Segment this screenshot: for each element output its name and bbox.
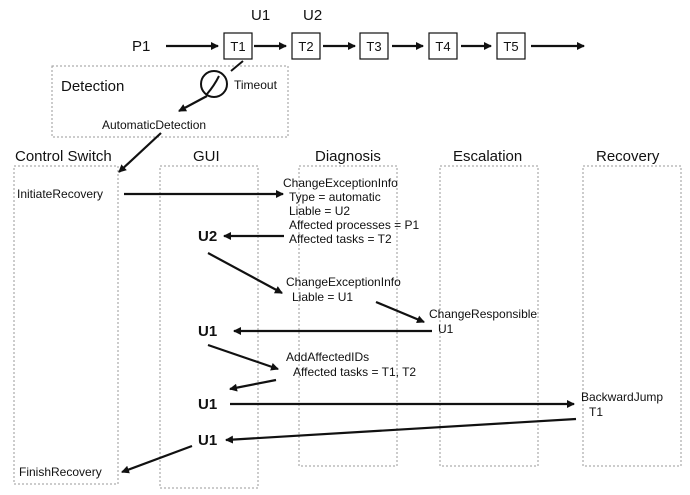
gui-u1-label-c: U1 bbox=[198, 432, 217, 449]
gui-u1-label-b: U1 bbox=[198, 396, 217, 413]
lane-title-escalation: Escalation bbox=[453, 148, 522, 165]
gui-u1-label-a: U1 bbox=[198, 323, 217, 340]
task-box-t3 bbox=[359, 32, 389, 60]
lane-box-gui bbox=[159, 165, 259, 489]
arrow-automatic-to-control bbox=[118, 132, 162, 173]
clock-icon bbox=[200, 70, 228, 98]
change-responsible-title: ChangeResponsible bbox=[429, 307, 537, 321]
lane-box-diagnosis bbox=[298, 165, 398, 467]
user-above-t1: U1 bbox=[251, 7, 270, 24]
lane-box-control-switch bbox=[13, 165, 119, 485]
arrow-recovery-to-gui-u1 bbox=[225, 417, 577, 444]
task-box-t1 bbox=[223, 32, 253, 60]
user-above-t2: U2 bbox=[303, 7, 322, 24]
task-box-t4 bbox=[428, 32, 458, 60]
lane-title-diagnosis: Diagnosis bbox=[315, 148, 381, 165]
arrow-timeout-to-automatic bbox=[178, 95, 208, 112]
task-label-t5: T5 bbox=[503, 39, 518, 54]
task-label-t4: T4 bbox=[435, 39, 450, 54]
change-responsible-line-1: U1 bbox=[438, 322, 454, 336]
task-box-t5 bbox=[496, 32, 526, 60]
change-exception-info-1-line-1: Type = automatic bbox=[289, 190, 381, 204]
finish-recovery-label: FinishRecovery bbox=[19, 465, 102, 479]
task-label-t2: T2 bbox=[298, 39, 313, 54]
timeout-label: Timeout bbox=[234, 78, 278, 92]
lane-box-escalation bbox=[439, 165, 539, 467]
backward-jump-title: BackwardJump bbox=[581, 390, 663, 404]
arrow-diagnosis-to-gui-return bbox=[229, 378, 277, 392]
detection-title: Detection bbox=[61, 78, 124, 95]
lane-title-gui: GUI bbox=[193, 148, 220, 165]
change-exception-info-1-line-3: Affected processes = P1 bbox=[289, 218, 420, 232]
change-exception-info-1-line-2: Liable = U2 bbox=[289, 204, 350, 218]
arrow-t1-to-timeout bbox=[230, 60, 244, 72]
lane-box-recovery bbox=[582, 165, 682, 467]
add-affected-ids-line-1: Affected tasks = T1, T2 bbox=[293, 365, 416, 379]
backward-jump-line-1: T1 bbox=[589, 405, 603, 419]
task-label-t3: T3 bbox=[366, 39, 381, 54]
add-affected-ids-title: AddAffectedIDs bbox=[286, 350, 369, 364]
task-box-t2 bbox=[291, 32, 321, 60]
arrow-diagnosis-to-escalation bbox=[375, 300, 425, 324]
initiate-recovery-label: InitiateRecovery bbox=[17, 187, 103, 201]
automatic-detection-label: AutomaticDetection bbox=[102, 118, 206, 132]
process-label: P1 bbox=[132, 38, 150, 55]
change-exception-info-2-line-1: Liable = U1 bbox=[292, 290, 353, 304]
arrow-gui-to-finish bbox=[121, 444, 193, 474]
arrow-gui-u2-to-diagnosis bbox=[207, 252, 283, 294]
detection-box bbox=[51, 65, 289, 138]
task-label-t1: T1 bbox=[230, 39, 245, 54]
lane-title-control-switch: Control Switch bbox=[15, 148, 112, 165]
arrow-gui-u1-to-diagnosis bbox=[207, 343, 279, 371]
gui-u2-label: U2 bbox=[198, 228, 217, 245]
change-exception-info-2-title: ChangeExceptionInfo bbox=[286, 275, 401, 289]
change-exception-info-1-title: ChangeExceptionInfo bbox=[283, 176, 398, 190]
lane-title-recovery: Recovery bbox=[596, 148, 660, 165]
change-exception-info-1-line-4: Affected tasks = T2 bbox=[289, 232, 392, 246]
